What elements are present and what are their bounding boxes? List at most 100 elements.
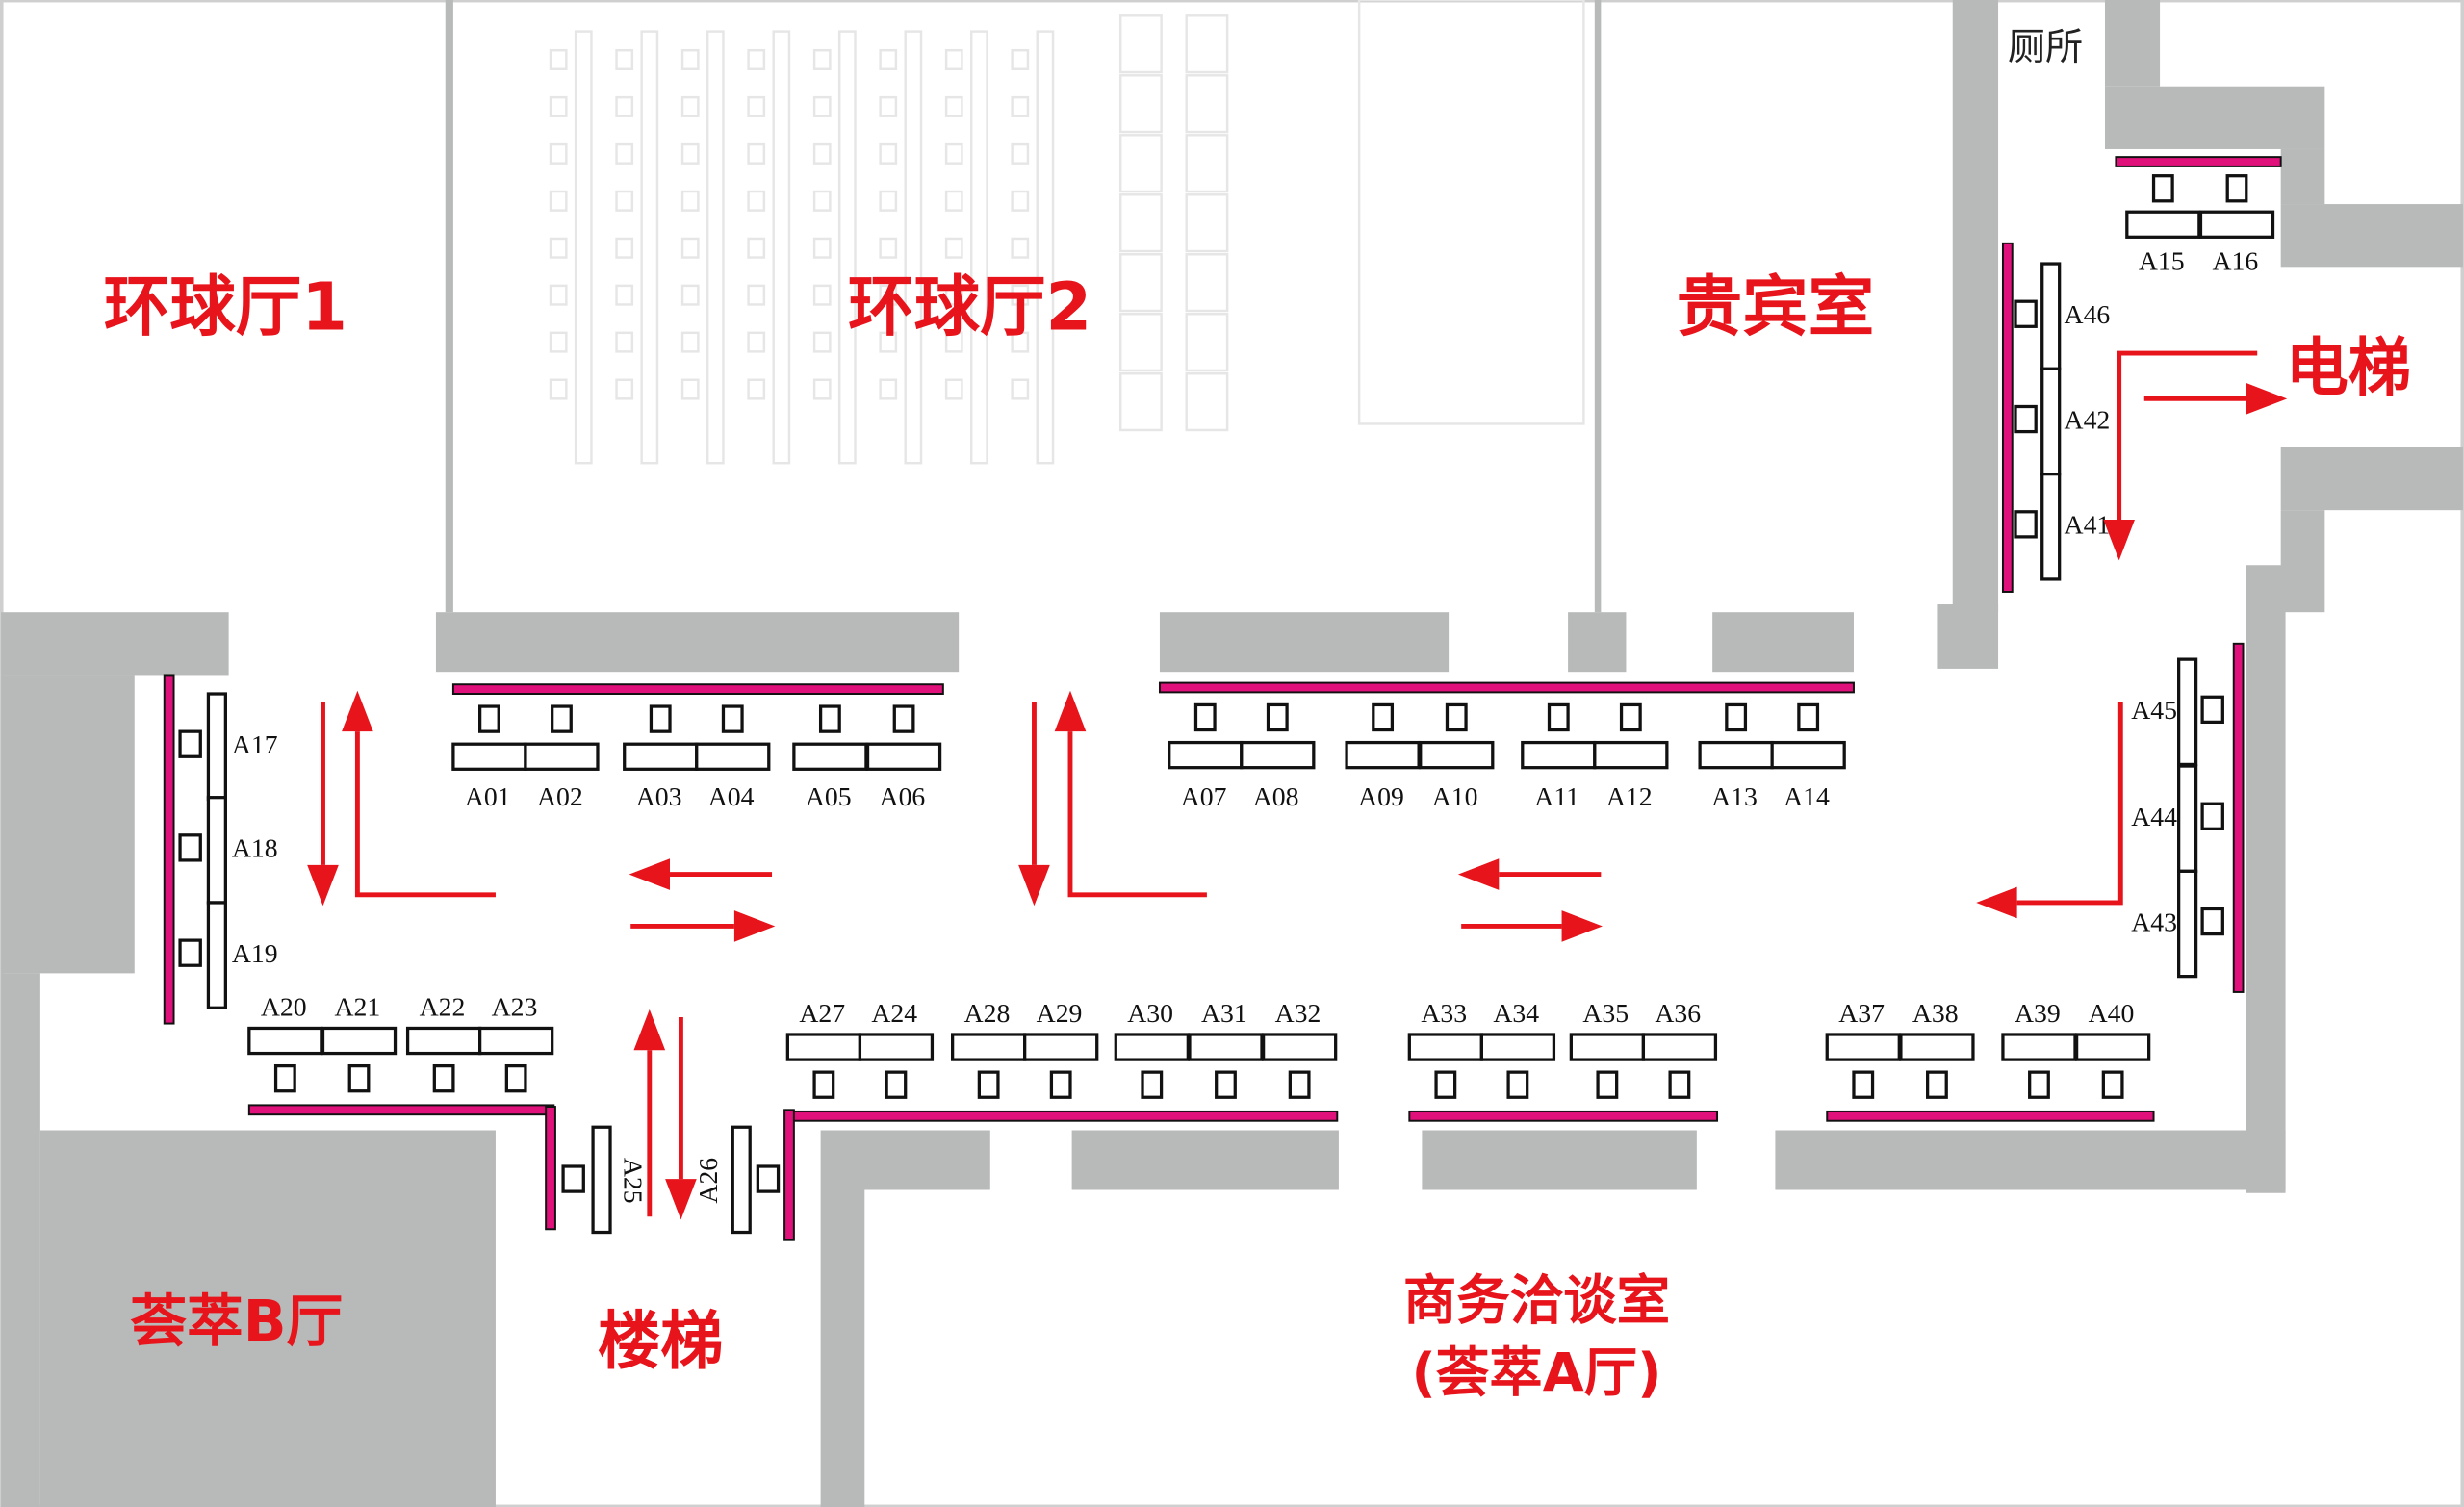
hall-seat — [944, 284, 963, 306]
booth-A01[interactable] — [451, 704, 527, 771]
booth-A14[interactable] — [1770, 702, 1846, 770]
hall-seat — [812, 237, 832, 259]
booth-A21[interactable] — [321, 1026, 398, 1093]
booth-table — [1168, 740, 1244, 770]
wall — [2104, 0, 2161, 87]
booth-A34[interactable] — [1479, 1033, 1556, 1099]
booth-A23[interactable] — [478, 1026, 554, 1093]
booth-chair — [178, 729, 202, 758]
wall — [2104, 86, 2325, 149]
booth-A03[interactable] — [623, 704, 699, 771]
arrow-head — [1457, 858, 1500, 890]
booth-chair — [1926, 1070, 1948, 1099]
booth-table — [247, 1026, 323, 1056]
hall-seat — [944, 48, 963, 70]
booth-chair — [347, 1063, 371, 1093]
booth-A43[interactable] — [2177, 869, 2224, 979]
booth-A10[interactable] — [1419, 702, 1495, 770]
booth-A44[interactable] — [2177, 764, 2224, 873]
arrow-head — [665, 1179, 697, 1220]
booth-A26[interactable] — [731, 1125, 781, 1235]
booth-chair — [818, 704, 841, 733]
booth-A37[interactable] — [1825, 1033, 1901, 1099]
booth-label: A14 — [1784, 781, 1830, 811]
hall-seat-row — [772, 30, 791, 465]
booth-A06[interactable] — [865, 704, 942, 771]
booth-chair — [2014, 404, 2038, 434]
booth-A15[interactable] — [2125, 174, 2201, 239]
room-meeting: 商务洽谈室 — [1403, 1270, 1670, 1332]
wall — [2280, 510, 2325, 613]
hall-seat — [747, 284, 766, 306]
hall-seat — [680, 331, 700, 353]
booth-chair — [1372, 702, 1395, 732]
hall-seat — [615, 378, 634, 400]
flow-arrow — [1976, 702, 2123, 919]
booth-A04[interactable] — [695, 704, 771, 771]
booth-A29[interactable] — [1023, 1033, 1099, 1099]
booth-A38[interactable] — [1899, 1033, 1975, 1099]
booth-A12[interactable] — [1593, 702, 1669, 770]
booth-A18[interactable] — [178, 796, 228, 905]
hall-table — [1185, 14, 1229, 74]
booth-table — [858, 1033, 935, 1061]
booth-A13[interactable] — [1698, 702, 1774, 770]
booth-A08[interactable] — [1240, 702, 1316, 770]
hall-seat — [1011, 378, 1030, 400]
booth-A33[interactable] — [1407, 1033, 1484, 1099]
hall-seat — [879, 95, 898, 117]
wall — [1, 675, 135, 974]
arrow-line — [2117, 350, 2258, 520]
booth-table — [785, 1033, 862, 1061]
hall-seat — [812, 331, 832, 353]
booth-table — [695, 742, 771, 771]
wall — [2246, 565, 2286, 1193]
booth-chair — [1506, 1070, 1529, 1099]
booth-label: A06 — [880, 781, 926, 811]
booth-A25[interactable] — [561, 1125, 612, 1235]
booth-A24[interactable] — [858, 1033, 935, 1099]
booth-back-wall — [1158, 681, 1855, 694]
booth-chair — [1797, 702, 1820, 732]
booth-chair — [2014, 510, 2038, 539]
flow-arrow — [633, 1009, 666, 1217]
booth-label: A21 — [335, 991, 381, 1021]
wall — [39, 1130, 496, 1507]
booth-A17[interactable] — [178, 692, 228, 801]
booth-A02[interactable] — [524, 704, 600, 771]
booth-label: A44 — [2131, 802, 2177, 831]
booth-chair — [1288, 1070, 1311, 1099]
booth-A36[interactable] — [1641, 1033, 1718, 1099]
hall-table — [1118, 253, 1163, 313]
hall-seat — [944, 331, 963, 353]
hall-seat — [1011, 48, 1030, 70]
booth-A09[interactable] — [1345, 702, 1421, 770]
booth-A07[interactable] — [1168, 702, 1244, 770]
room-vip: 贵宾室 — [1677, 269, 1875, 346]
hall-seat-row — [969, 30, 988, 465]
booth-table — [2001, 1033, 2077, 1061]
booth-chair — [885, 1070, 908, 1099]
booth-label: A02 — [537, 781, 583, 811]
booth-label: A36 — [1655, 998, 1701, 1028]
booth-A16[interactable] — [2198, 174, 2275, 239]
booth-table — [1114, 1033, 1190, 1061]
hall-seat — [680, 95, 700, 117]
booth-chair — [1596, 1070, 1619, 1099]
arrow-head — [1561, 910, 1603, 942]
booth-A40[interactable] — [2074, 1033, 2151, 1099]
booth-A31[interactable] — [1188, 1033, 1264, 1099]
booth-chair — [2028, 1070, 2050, 1099]
hall-seat — [549, 378, 568, 400]
booth-A30[interactable] — [1114, 1033, 1190, 1099]
hall-seat-row — [837, 30, 857, 465]
booth-table — [206, 901, 228, 1009]
booth-table — [1770, 740, 1846, 770]
arrow-head — [1018, 864, 1050, 907]
booth-chair — [432, 1063, 455, 1093]
booth-A41[interactable] — [2014, 473, 2062, 581]
room-stairs: 楼梯 — [598, 1305, 724, 1378]
booth-A19[interactable] — [178, 901, 228, 1009]
booth-A32[interactable] — [1261, 1033, 1338, 1099]
hall-seat — [747, 331, 766, 353]
